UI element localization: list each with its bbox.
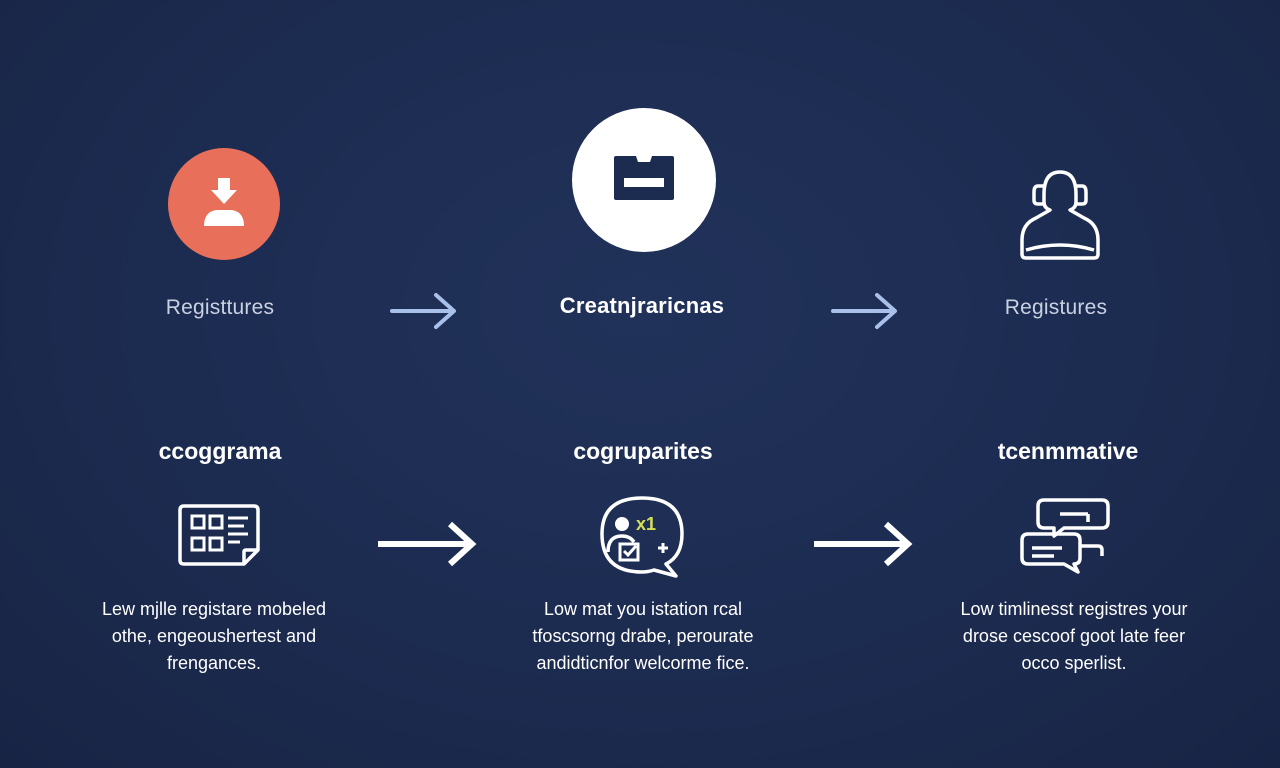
description-line: Low timlinesst registres your: [960, 599, 1188, 619]
arrow-right-icon: [831, 293, 897, 329]
bottom-step-1-heading: ccoggrama: [158, 438, 282, 464]
step-3-label: Registures: [1004, 296, 1108, 319]
arrow-right-icon: [814, 521, 913, 567]
description-line: tfoscsorng drabe, perourate: [532, 626, 754, 646]
description-line: othe, engeoushertest and: [111, 626, 317, 646]
form-grid-icon: [178, 504, 260, 566]
user-download-icon: [204, 178, 244, 226]
user-outline-icon: [1020, 170, 1100, 260]
step-1-label: Registtures: [165, 296, 275, 319]
step-1-icon-circle: [168, 148, 280, 260]
arrow-right-icon: [390, 293, 456, 329]
step-2-label: Creatnjraricnas: [559, 293, 725, 318]
chat-bubbles-icon: [1020, 498, 1110, 574]
chat-user-check-icon: x1: [600, 496, 684, 578]
description-line: occo sperlist.: [1021, 653, 1127, 673]
arrow-right-icon: [378, 521, 477, 567]
bottom-step-3-description: Low timlinesst registres your drose cesc…: [960, 596, 1187, 677]
card-icon: [614, 156, 674, 200]
bottom-step-1-description: Lew mjlle registare mobeled othe, engeou…: [102, 596, 326, 677]
description-line: andidticnfor welcorme fice.: [536, 653, 750, 673]
bottom-step-2-heading: cogruparites: [573, 438, 713, 464]
badge-x1: x1: [636, 514, 656, 534]
description-line: frengances.: [166, 653, 262, 673]
description-line: drose cescoof goot late feer: [962, 626, 1186, 646]
description-line: Lew mjlle registare mobeled: [101, 599, 327, 619]
description-line: Low mat you istation rcal: [543, 599, 743, 619]
bottom-step-2-description: Low mat you istation rcal tfoscsorng dra…: [532, 596, 753, 677]
step-2-icon-circle: [572, 108, 716, 252]
bottom-step-3-heading: tcenmmative: [997, 438, 1139, 464]
